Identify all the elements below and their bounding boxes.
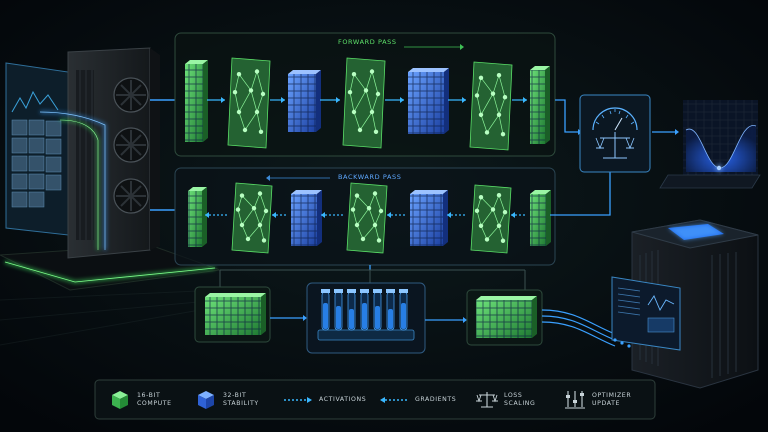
vial [347, 289, 356, 331]
forward-row [185, 57, 550, 151]
gradients-arrow-icon [380, 397, 408, 403]
vial [386, 289, 395, 331]
legend-loss-line1: LOSS [504, 392, 523, 399]
backward-pass-label: BACKWARD PASS [338, 173, 402, 181]
data-flow-lines [39, 99, 175, 250]
sliders-icon [565, 391, 585, 409]
vial [373, 289, 382, 331]
fwd-layer-fp32-1 [288, 70, 321, 132]
vial-rack [321, 289, 408, 331]
bottom-blocks [205, 293, 537, 338]
fwd-layer-output [530, 66, 550, 144]
vial [360, 289, 369, 331]
legend-compute-line2: COMPUTE [137, 400, 172, 407]
legend-stability-line2: STABILITY [223, 400, 259, 407]
loop-connectors [369, 99, 675, 270]
bwd-layer-fp32-2 [410, 190, 448, 246]
balance-scale-icon [476, 392, 498, 408]
bwd-layer-output [188, 187, 207, 247]
fwd-layer-input [185, 60, 208, 142]
fp16-weight-block [205, 293, 266, 335]
legend-loss-line2: SCALING [504, 400, 536, 407]
blue-cube-icon [198, 391, 214, 409]
bwd-layer-input [530, 190, 551, 246]
vial [334, 289, 343, 331]
bwd-layer-fp32-1 [291, 190, 322, 246]
dataset-icon [5, 62, 69, 236]
legend-optimizer-line1: OPTIMIZER [592, 392, 632, 399]
bwd-net-2 [346, 182, 388, 254]
vial [399, 289, 408, 331]
fwd-net-1 [227, 57, 271, 149]
legend-stability-line1: 32-BIT [223, 392, 247, 399]
floor-lines [0, 289, 221, 346]
activations-arrow-icon [284, 397, 312, 403]
legend-gradients-label: GRADIENTS [415, 396, 457, 403]
legend-panel [94, 379, 656, 420]
gpu-icon [0, 47, 221, 291]
fwd-layer-fp32-2 [408, 68, 449, 134]
legend-activations: ACTIVATIONS [283, 383, 366, 417]
legend-compute-line1: 16-BIT [137, 392, 161, 399]
server-icon [611, 219, 759, 389]
forward-pass-label: FORWARD PASS [338, 38, 397, 46]
backward-row [188, 182, 551, 254]
bwd-net-3 [470, 184, 512, 254]
legend-optimizer-line2: UPDATE [592, 400, 620, 407]
vial [321, 289, 330, 331]
fwd-net-2 [342, 57, 386, 149]
fwd-net-3 [469, 61, 513, 151]
scale-icon [579, 94, 651, 173]
legend-gradients: GRADIENTS [379, 383, 456, 417]
vial-icon [317, 329, 415, 344]
legend-activations-label: ACTIVATIONS [319, 396, 367, 403]
loss-landscape-icon [659, 100, 761, 189]
fp16-cast-block [476, 296, 537, 338]
bwd-net-1 [231, 182, 273, 254]
green-cube-icon [112, 391, 128, 409]
